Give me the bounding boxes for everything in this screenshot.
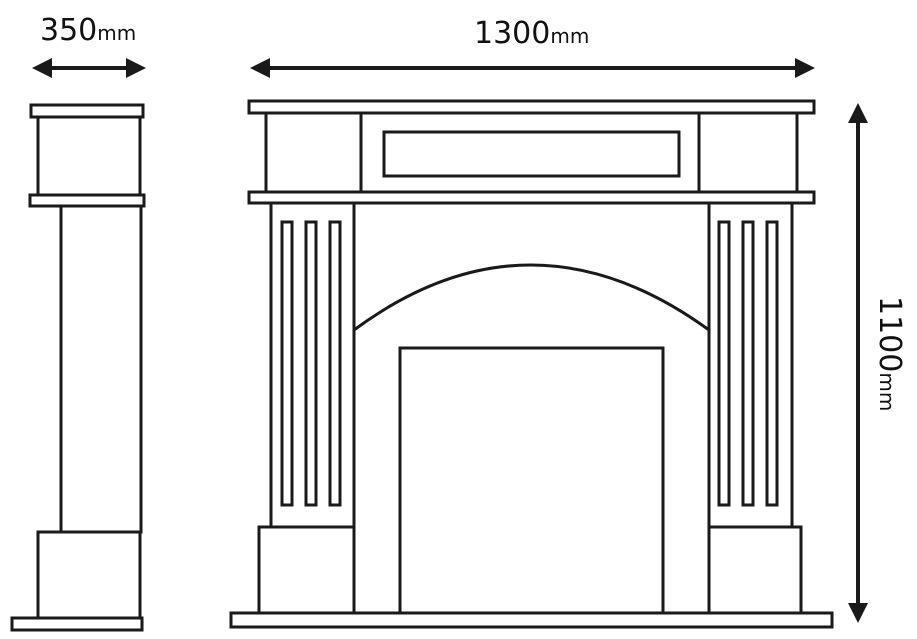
side-mid-shelf xyxy=(28,193,146,208)
height-label: 1100mm xyxy=(872,296,907,411)
height-value: 1100 xyxy=(872,296,907,372)
mantel-top-shelf xyxy=(247,99,816,115)
height-arrow-bottom-head xyxy=(848,603,868,623)
depth-label: 350mm xyxy=(40,13,136,48)
side-top-shelf xyxy=(29,103,145,119)
width-value: 1300 xyxy=(474,16,550,51)
side-upper-block xyxy=(36,115,142,197)
surround-arch xyxy=(353,263,710,332)
front-view xyxy=(229,99,834,629)
depth-value: 350 xyxy=(40,13,97,48)
width-label: 1300mm xyxy=(474,16,589,51)
width-dimension: 1300mm xyxy=(250,16,815,78)
height-arrow-top-head xyxy=(848,103,868,123)
right-pilaster-flute-2 xyxy=(741,220,755,507)
firebox-opening xyxy=(398,346,665,615)
side-column xyxy=(59,204,143,534)
front-hearth xyxy=(229,611,834,629)
frieze-panel xyxy=(382,130,681,178)
height-dimension: 1100mm xyxy=(848,103,907,623)
left-plinth xyxy=(257,525,356,615)
depth-arrow-left-head xyxy=(32,58,52,78)
depth-arrow-right-head xyxy=(126,58,146,78)
right-plinth xyxy=(707,525,803,615)
depth-unit: mm xyxy=(97,21,136,45)
side-view xyxy=(10,103,146,632)
left-pilaster-flute-3 xyxy=(328,220,342,507)
left-pilaster-flute-1 xyxy=(280,220,294,507)
right-pilaster-flute-3 xyxy=(765,220,779,507)
depth-dimension: 350mm xyxy=(32,13,146,78)
width-arrow-right-head xyxy=(795,58,815,78)
width-arrow-left-head xyxy=(250,58,270,78)
mantel-lower-shelf xyxy=(247,190,816,205)
right-pilaster-flute-1 xyxy=(717,220,731,507)
side-base-block xyxy=(36,530,142,620)
side-hearth xyxy=(10,616,144,632)
left-pilaster-flute-2 xyxy=(304,220,318,507)
height-unit: mm xyxy=(875,372,899,411)
width-unit: mm xyxy=(550,24,589,48)
